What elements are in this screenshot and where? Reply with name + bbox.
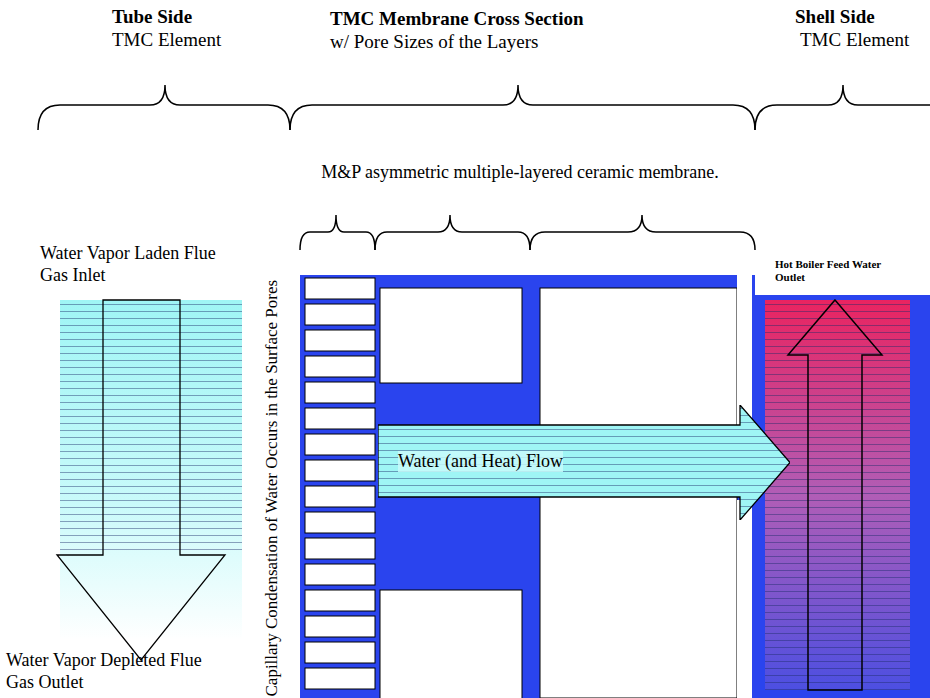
shell-water	[752, 295, 930, 698]
gas-stripes	[60, 300, 242, 550]
arrow-label: Water (and Heat) Flow	[398, 451, 563, 472]
braces	[38, 85, 930, 250]
section-subtitle: w/ Pore Sizes of the Layers	[330, 31, 538, 54]
section-subtitle: TMC Element	[800, 29, 909, 52]
mid-layer-top	[380, 288, 522, 383]
gas-band	[60, 300, 242, 640]
section-subtitle: TMC Element	[112, 29, 221, 52]
gas-outlet-label: Water Vapor Depleted Flue Gas Outlet	[6, 650, 206, 693]
mid-layer-bottom	[380, 590, 522, 698]
gap-bottom	[737, 500, 752, 698]
inlet-label: Water Vapor Laden Flue Gas Inlet	[40, 243, 240, 286]
section-title: Tube Side	[112, 6, 192, 29]
section-title: TMC Membrane Cross Section	[330, 8, 583, 31]
surface-pores	[305, 278, 375, 689]
up-arrow	[788, 300, 882, 690]
condensation-note: Capillary Condensation of Water Occurs i…	[262, 280, 282, 697]
gap-top	[737, 275, 752, 425]
hot-stripes	[765, 300, 910, 690]
down-arrow	[57, 300, 225, 660]
membrane-label: M&P asymmetric multiple-layered ceramic …	[320, 162, 720, 184]
flow-arrow: Water (and Heat) Flow	[378, 405, 790, 520]
outlet-label: Hot Boiler Feed Water Outlet	[775, 258, 910, 284]
hot-band	[765, 300, 910, 690]
section-title: Shell Side	[795, 6, 875, 29]
